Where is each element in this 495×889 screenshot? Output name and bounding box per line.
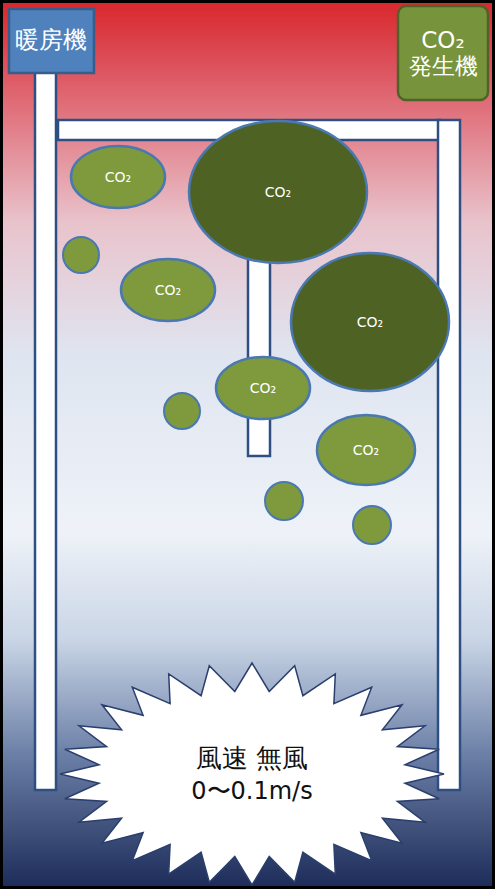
co2-bubble-large: CO₂ xyxy=(290,252,450,392)
co2-bubble-large-shape xyxy=(189,121,367,263)
node-text: CO₂ xyxy=(353,442,379,458)
node-text: 0〜0.1m/s xyxy=(191,778,312,806)
node-text: CO₂ 発生機 xyxy=(405,27,481,80)
small-bubble xyxy=(265,482,303,520)
node-text: CO₂ xyxy=(155,282,181,298)
heater-box: 暖房機 xyxy=(8,8,95,74)
co2-bubble-shape xyxy=(317,415,415,485)
small-bubble xyxy=(63,237,99,273)
wind-speed-starburst: 風速 無風 0〜0.1m/s xyxy=(58,655,446,881)
co2-bubble-shape xyxy=(71,146,165,208)
co2-generator-box-shape xyxy=(398,6,488,100)
co2-bubble: CO₂ xyxy=(70,145,166,209)
co2-bubble: CO₂ xyxy=(120,258,216,322)
small-bubble xyxy=(353,506,391,544)
co2-bubble-large-shape xyxy=(291,253,449,391)
wind-speed-starburst-shape xyxy=(60,663,444,885)
heater-box-shape xyxy=(9,9,94,73)
left-pipe xyxy=(35,72,56,790)
co2-bubble-shape xyxy=(216,357,310,419)
node-text: CO₂ xyxy=(265,184,291,200)
co2-bubble: CO₂ xyxy=(316,414,416,486)
node-text: CO₂ xyxy=(105,169,131,185)
small-bubble xyxy=(164,393,200,429)
co2-generator-box: CO₂ 発生機 xyxy=(397,5,489,101)
node-text: 風速 無風 xyxy=(196,744,308,774)
right-pipe xyxy=(438,120,460,790)
node-text: 暖房機 xyxy=(11,27,91,55)
co2-bubble: CO₂ xyxy=(215,356,311,420)
co2-bubble-large: CO₂ xyxy=(188,120,368,264)
node-text: CO₂ xyxy=(250,380,276,396)
co2-bubble-shape xyxy=(121,259,215,321)
center-pipe xyxy=(248,250,270,456)
node-text: CO₂ xyxy=(357,314,383,330)
